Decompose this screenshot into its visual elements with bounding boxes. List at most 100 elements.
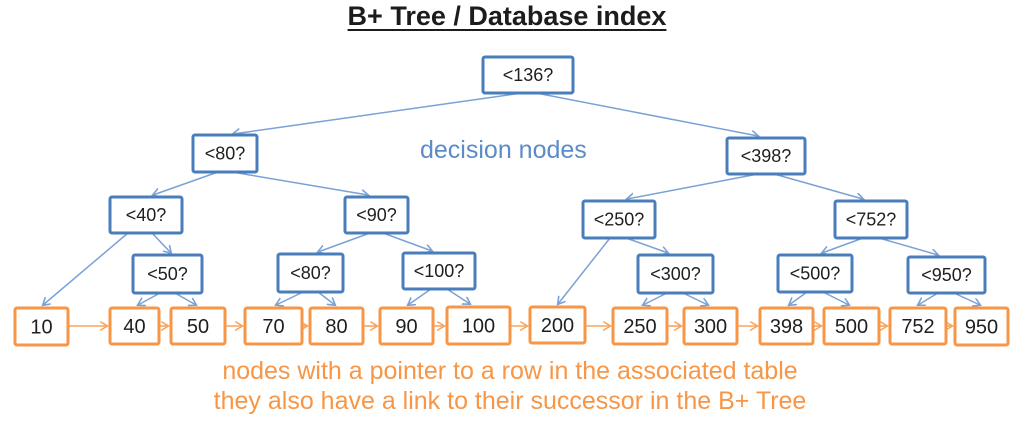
decision-node-label-n80: <80? xyxy=(205,144,246,164)
leaf-node-l200: 200 xyxy=(528,305,587,345)
decision-node-label-n90: <90? xyxy=(356,205,397,225)
leaf-node-box-l500 xyxy=(822,306,881,346)
leaf-node-l752: 752 xyxy=(888,306,948,346)
leaf-node-label-l752: 752 xyxy=(901,316,934,338)
edge-n300-l300 xyxy=(682,292,708,305)
leaf-node-label-l40: 40 xyxy=(123,316,145,338)
leaf-node-box-l90 xyxy=(378,306,435,346)
leaf-caption: nodes with a pointer to a row in the ass… xyxy=(0,356,1020,416)
decision-node-label-n250: <250? xyxy=(594,210,645,230)
leaf-node-label-l100: 100 xyxy=(462,315,495,337)
edge-n50-l40 xyxy=(138,292,161,305)
leaf-node-l80: 80 xyxy=(308,306,365,346)
leaf-node-label-l200: 200 xyxy=(541,315,574,337)
edge-n950-l752 xyxy=(918,292,939,305)
leaf-node-l300: 300 xyxy=(682,306,739,346)
decision-node-box-n50 xyxy=(131,253,204,295)
leaf-node-label-l50: 50 xyxy=(187,316,209,338)
decision-node-n100: <100? xyxy=(401,251,477,291)
edge-n40-l10 xyxy=(43,232,129,305)
decision-node-label-n752: <752? xyxy=(846,210,897,230)
decision-node-n300: <300? xyxy=(636,253,715,295)
leaf-node-label-l300: 300 xyxy=(694,316,727,338)
decision-node-n80: <80? xyxy=(191,133,259,174)
decision-node-box-n80 xyxy=(191,133,259,174)
leaf-node-l90: 90 xyxy=(378,306,435,346)
leaf-node-box-l10 xyxy=(13,306,70,347)
decision-node-box-n300 xyxy=(636,253,715,295)
edge-n100-l90 xyxy=(408,288,432,305)
decision-node-box-n752 xyxy=(833,199,909,240)
edge-n398-n250 xyxy=(627,173,759,199)
leaf-node-box-l80 xyxy=(308,306,365,346)
leaf-node-l70: 70 xyxy=(243,306,304,346)
edge-n752-n500 xyxy=(822,237,864,253)
decision-node-label-n300: <300? xyxy=(650,264,701,284)
decision-node-label-n500: <500? xyxy=(790,264,841,284)
leaf-node-l950: 950 xyxy=(953,306,1010,347)
decision-node-n250: <250? xyxy=(581,199,657,240)
decision-node-box-n136 xyxy=(481,55,575,95)
decision-node-box-n950 xyxy=(906,255,987,295)
leaf-node-box-l752 xyxy=(888,306,948,346)
decision-node-label-n950: <950? xyxy=(921,265,972,285)
decision-node-n50: <50? xyxy=(131,253,204,295)
edge-n80b-l80 xyxy=(317,291,335,305)
decision-node-box-n398 xyxy=(725,136,807,176)
leaf-node-l100: 100 xyxy=(445,305,512,346)
decision-node-n950: <950? xyxy=(906,255,987,295)
edge-n90-n80b xyxy=(318,232,371,252)
edge-n300-l250 xyxy=(643,292,668,305)
decision-node-box-n250 xyxy=(581,199,657,240)
decision-node-label-n398: <398? xyxy=(741,146,792,166)
edge-n50-l50 xyxy=(174,292,196,305)
edge-n500-l398 xyxy=(789,291,808,305)
decision-node-n40: <40? xyxy=(108,195,184,235)
caption-line-1: nodes with a pointer to a row in the ass… xyxy=(222,357,798,385)
leaf-node-l398: 398 xyxy=(758,306,815,346)
leaf-node-l10: 10 xyxy=(13,306,70,347)
decision-node-label-n40: <40? xyxy=(126,205,167,225)
decision-node-n136: <136? xyxy=(481,55,575,95)
decision-node-box-n40 xyxy=(108,195,184,235)
decision-node-box-n80b xyxy=(276,252,345,294)
leaf-node-label-l70: 70 xyxy=(262,316,284,338)
edge-n500-l500 xyxy=(822,291,849,305)
leaf-node-label-l950: 950 xyxy=(965,316,998,338)
decision-node-label-n80b: <80? xyxy=(290,263,331,283)
leaf-node-l250: 250 xyxy=(611,306,669,346)
leaf-node-box-l100 xyxy=(445,305,512,346)
edge-n250-l200 xyxy=(558,237,611,304)
decision-node-box-n100 xyxy=(401,251,477,291)
leaf-node-l40: 40 xyxy=(108,306,161,346)
edge-n136-n80 xyxy=(233,92,523,134)
decision-node-n752: <752? xyxy=(833,199,909,240)
leaf-node-box-l950 xyxy=(953,306,1010,347)
edge-n398-n752 xyxy=(773,173,863,199)
decision-node-n398: <398? xyxy=(725,136,807,176)
edge-n136-n398 xyxy=(535,92,758,136)
edge-n80-n90 xyxy=(231,171,368,195)
edge-n80-n40 xyxy=(153,171,219,195)
page-title: B+ Tree / Database index xyxy=(0,1,1014,32)
leaf-node-box-l200 xyxy=(528,305,587,345)
leaf-node-box-l398 xyxy=(758,306,815,346)
decision-node-n500: <500? xyxy=(776,253,854,294)
decision-node-n90: <90? xyxy=(343,195,410,235)
leaf-node-box-l300 xyxy=(682,306,739,346)
page-title-text: B+ Tree / Database index xyxy=(347,1,667,31)
decision-node-label-n50: <50? xyxy=(147,264,188,284)
edge-n40-n50 xyxy=(151,232,171,253)
leaf-node-box-l40 xyxy=(108,306,161,346)
leaf-node-l500: 500 xyxy=(822,306,881,346)
edge-n950-l950 xyxy=(953,292,980,305)
leaf-node-label-l80: 80 xyxy=(325,316,347,338)
leaf-node-box-l250 xyxy=(611,306,669,346)
decision-node-box-n500 xyxy=(776,253,854,294)
edge-n752-n950 xyxy=(878,237,938,255)
leaf-node-label-l90: 90 xyxy=(395,316,417,338)
decision-node-n80b: <80? xyxy=(276,252,345,294)
leaf-node-label-l250: 250 xyxy=(623,316,656,338)
